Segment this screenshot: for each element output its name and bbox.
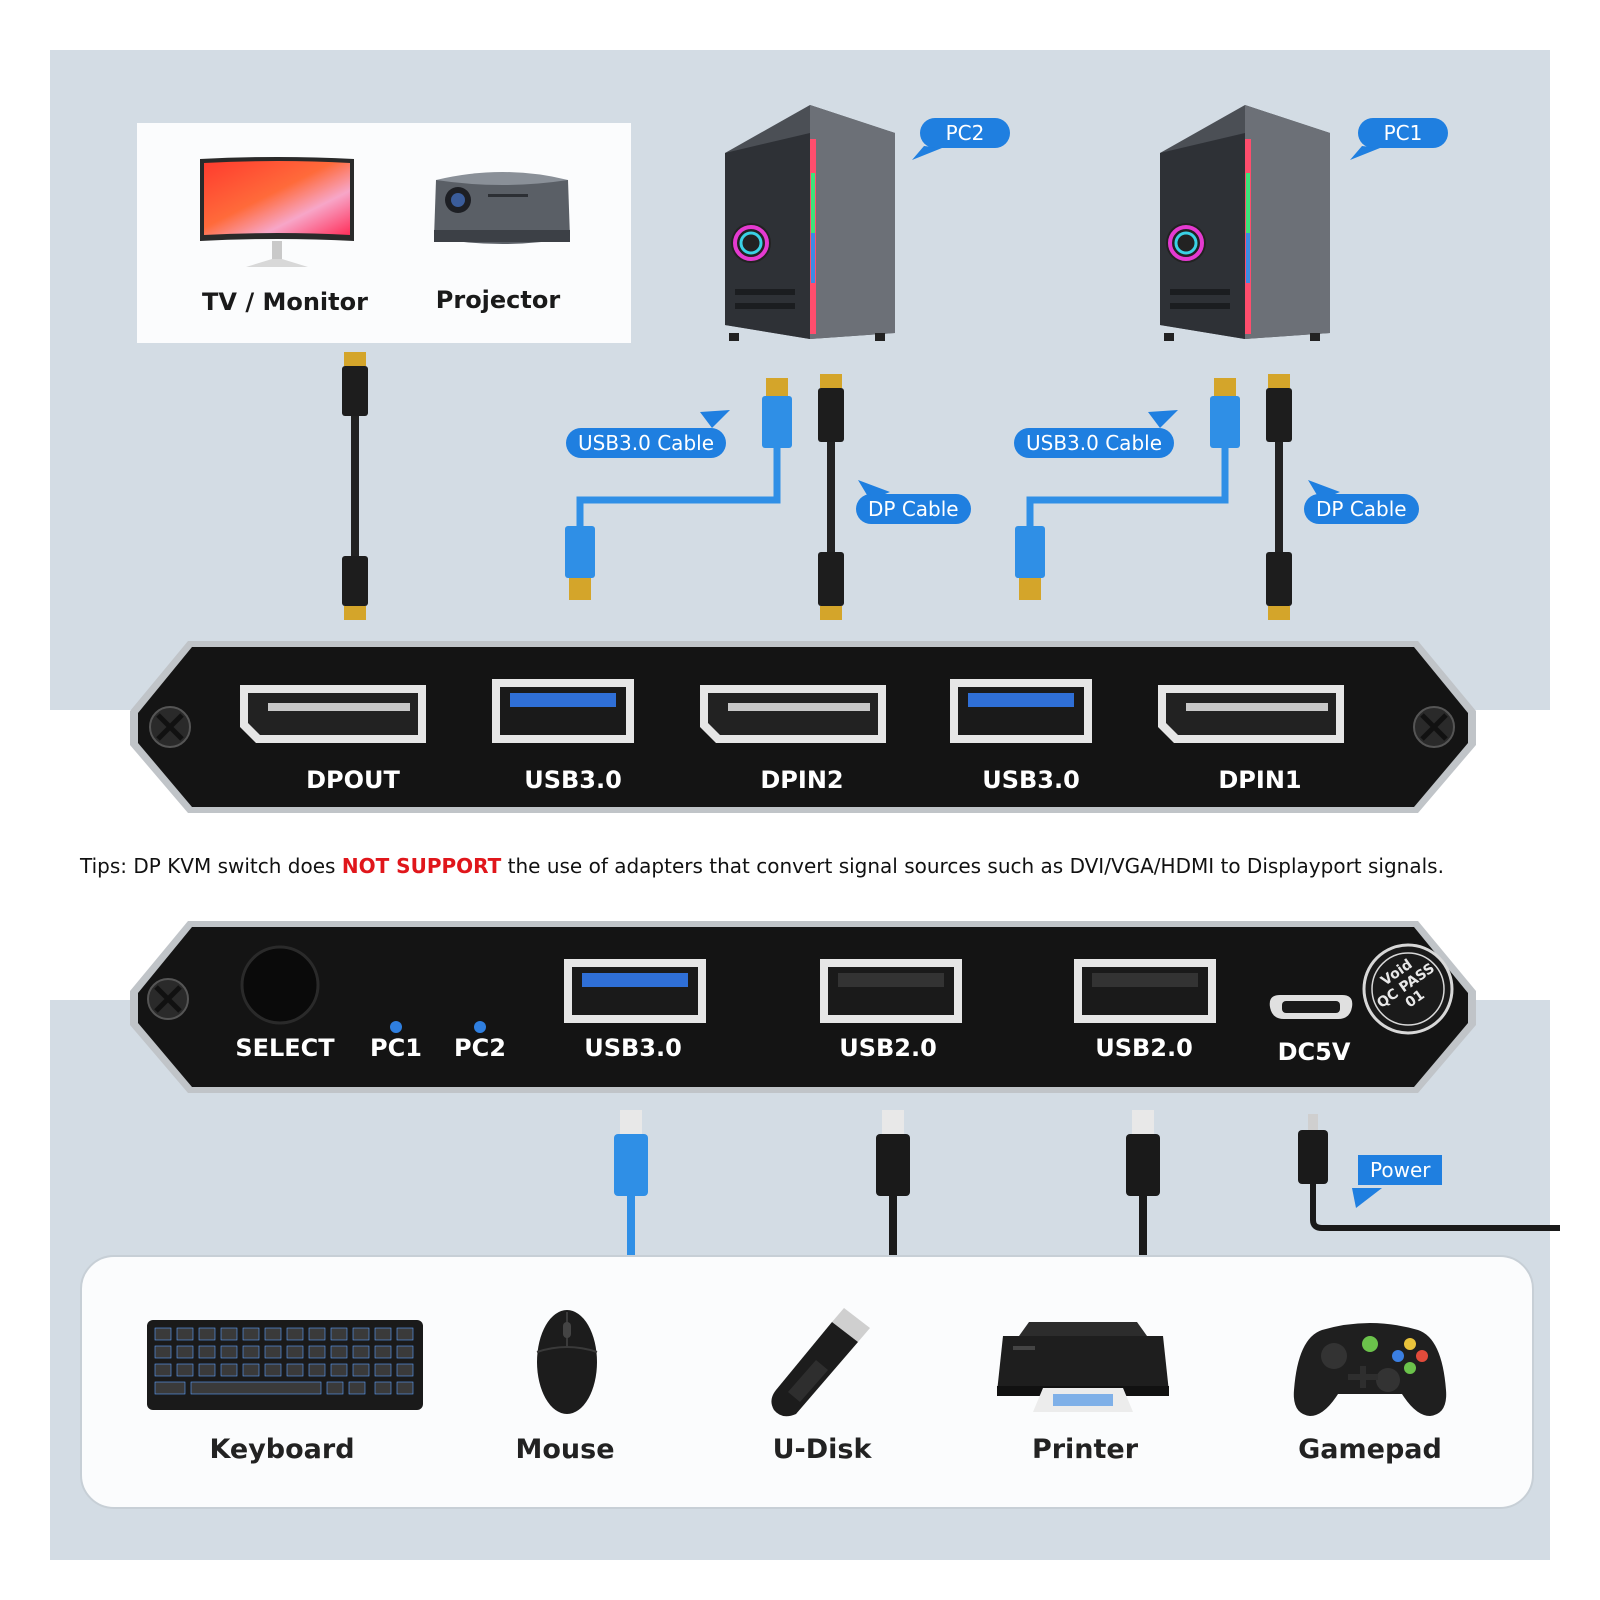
dpout-port-icon <box>240 685 426 743</box>
pc1-led-icon <box>390 1021 402 1033</box>
usb20-b-label: USB2.0 <box>1095 1034 1193 1062</box>
pc2-led-icon <box>474 1021 486 1033</box>
dpin1-port-icon <box>1158 685 1344 743</box>
select-button-label: SELECT <box>235 1034 335 1062</box>
dpin1-label: DPIN1 <box>1218 766 1302 794</box>
dp-cable-dpin1-icon <box>1266 374 1292 620</box>
monitor-icon <box>200 157 354 267</box>
pc1-callout-pointer <box>1350 146 1380 160</box>
dc5v-port-icon <box>1269 995 1353 1019</box>
usb20-cable-b-icon <box>1126 1110 1160 1260</box>
printer-icon <box>997 1322 1169 1412</box>
pc1-led-label: PC1 <box>370 1034 422 1062</box>
usb-cable-right-label: USB3.0 Cable <box>1014 428 1174 458</box>
usb20-port-b-icon <box>1074 959 1216 1023</box>
pc1-tower-icon <box>1160 105 1330 341</box>
keyboard-icon <box>147 1320 423 1410</box>
usb20-cable-a-icon <box>876 1110 910 1260</box>
kvm-back-panel <box>130 921 1476 1093</box>
dp-cable-dpout-icon <box>342 352 368 620</box>
usb-cable-left-label: USB3.0 Cable <box>566 428 726 458</box>
pc2-label: PC2 <box>920 118 1010 148</box>
mouse-icon <box>536 1310 598 1414</box>
usb30-back-port-icon <box>564 959 706 1023</box>
usb30-cable-down-icon <box>614 1110 648 1260</box>
select-button-icon <box>240 945 320 1025</box>
tips-prefix: Tips: DP KVM switch does <box>80 854 342 878</box>
u-disk-label: U-Disk <box>772 1434 872 1465</box>
pc2-callout-pointer <box>912 146 942 160</box>
dc5v-label: DC5V <box>1277 1038 1351 1066</box>
usb-cable-right-icon <box>1015 378 1240 600</box>
projector-icon <box>434 172 570 244</box>
usb20-a-label: USB2.0 <box>839 1034 937 1062</box>
tips-suffix: the use of adapters that convert signal … <box>501 854 1444 878</box>
tips-warning: NOT SUPPORT <box>341 854 502 878</box>
screw-back-icon <box>147 978 189 1020</box>
qc-pass-seal-icon <box>1362 943 1454 1035</box>
usb30-back-label: USB3.0 <box>584 1034 682 1062</box>
dp-cable-dpin2-icon <box>818 374 844 620</box>
gamepad-icon <box>1293 1323 1447 1416</box>
monitor-label: TV / Monitor <box>202 288 368 316</box>
usb30-port-a-icon <box>492 679 634 743</box>
printer-label: Printer <box>1031 1434 1139 1465</box>
screw-right-icon <box>1413 706 1455 748</box>
mouse-label: Mouse <box>515 1434 615 1465</box>
kvm-front-panel <box>130 641 1476 813</box>
bottom-cables <box>614 1110 1560 1260</box>
screw-left-icon <box>149 706 191 748</box>
usb-disk-icon <box>771 1308 870 1417</box>
usb30-port-b-icon <box>950 679 1092 743</box>
power-label: Power <box>1358 1155 1443 1185</box>
tips-text: Tips: DP KVM switch does NOT SUPPORT the… <box>80 854 1540 878</box>
top-cables <box>342 352 1340 620</box>
projector-label: Projector <box>435 286 561 314</box>
dp-cable-right-label: DP Cable <box>1304 494 1419 524</box>
pc1-label: PC1 <box>1358 118 1448 148</box>
dpin2-port-icon <box>700 685 886 743</box>
dpin2-label: DPIN2 <box>760 766 844 794</box>
keyboard-label: Keyboard <box>209 1434 355 1465</box>
pc2-tower-icon <box>725 105 895 341</box>
pc2-led-label: PC2 <box>454 1034 506 1062</box>
usb20-port-a-icon <box>820 959 962 1023</box>
usb-cable-left-icon <box>565 378 792 600</box>
usb30-front-b-label: USB3.0 <box>982 766 1080 794</box>
dp-cable-left-label: DP Cable <box>856 494 971 524</box>
gamepad-label: Gamepad <box>1298 1434 1442 1465</box>
usb30-front-a-label: USB3.0 <box>524 766 622 794</box>
dpout-label: DPOUT <box>306 766 400 794</box>
power-cable-icon <box>1298 1114 1560 1231</box>
